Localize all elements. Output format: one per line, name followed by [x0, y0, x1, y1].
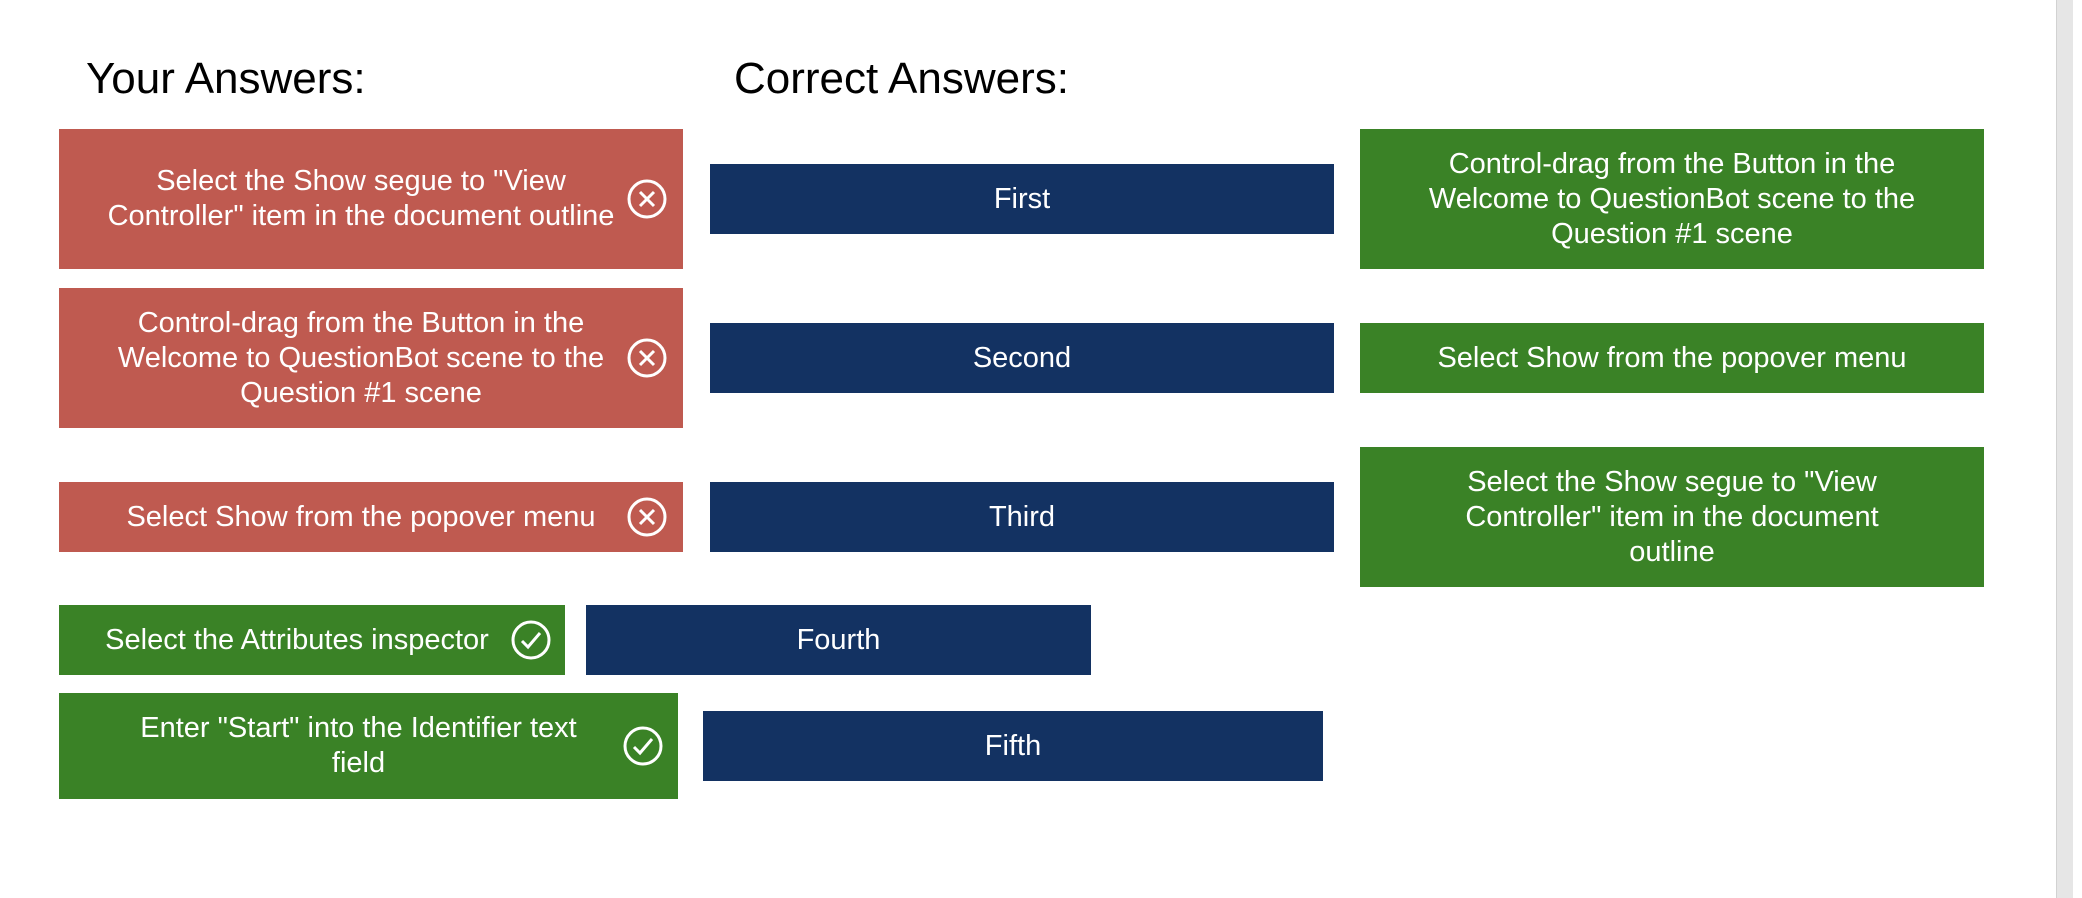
check-circle-icon	[511, 620, 551, 660]
correct-answer-text: Control-drag from the Button in the Welc…	[1428, 147, 1916, 250]
correct-answer-text: Select Show from the popover menu	[1437, 341, 1907, 374]
slot-label: Fifth	[984, 729, 1042, 762]
order-slot-first[interactable]: First	[710, 164, 1334, 234]
order-slot-second[interactable]: Second	[710, 323, 1334, 393]
slot-label: Second	[972, 341, 1072, 374]
order-slot-fifth[interactable]: Fifth	[703, 711, 1323, 781]
slot-label: First	[993, 182, 1051, 215]
x-circle-icon	[627, 497, 667, 537]
your-answer-text: Select Show from the popover menu	[126, 500, 596, 533]
order-slot-third[interactable]: Third	[710, 482, 1334, 552]
vertical-scrollbar[interactable]	[2056, 0, 2073, 898]
correct-answers-heading: Correct Answers:	[734, 54, 1069, 103]
your-answers-heading: Your Answers:	[86, 54, 366, 103]
your-answer-item[interactable]: Select the Attributes inspector	[59, 605, 565, 675]
your-answer-item[interactable]: Control-drag from the Button in the Welc…	[59, 288, 683, 428]
correct-answer-item: Select Show from the popover menu	[1360, 323, 1984, 393]
x-circle-icon	[627, 179, 667, 219]
your-answer-item[interactable]: Select the Show segue to "View Controlle…	[59, 129, 683, 269]
your-answer-text: Enter "Start" into the Identifier text f…	[140, 712, 577, 779]
correct-answer-text: Select the Show segue to "View Controlle…	[1465, 465, 1879, 568]
your-answer-text: Select the Attributes inspector	[105, 623, 489, 656]
your-answer-item[interactable]: Enter "Start" into the Identifier text f…	[59, 693, 678, 799]
slot-label: Fourth	[796, 623, 881, 656]
check-circle-icon	[623, 726, 663, 766]
your-answer-text: Control-drag from the Button in the Welc…	[117, 306, 605, 409]
your-answer-text: Select the Show segue to "View Controlle…	[107, 165, 615, 232]
your-answer-item[interactable]: Select Show from the popover menu	[59, 482, 683, 552]
correct-answer-item: Control-drag from the Button in the Welc…	[1360, 129, 1984, 269]
order-slot-fourth[interactable]: Fourth	[586, 605, 1091, 675]
correct-answer-item: Select the Show segue to "View Controlle…	[1360, 447, 1984, 587]
slot-label: Third	[988, 500, 1056, 533]
x-circle-icon	[627, 338, 667, 378]
